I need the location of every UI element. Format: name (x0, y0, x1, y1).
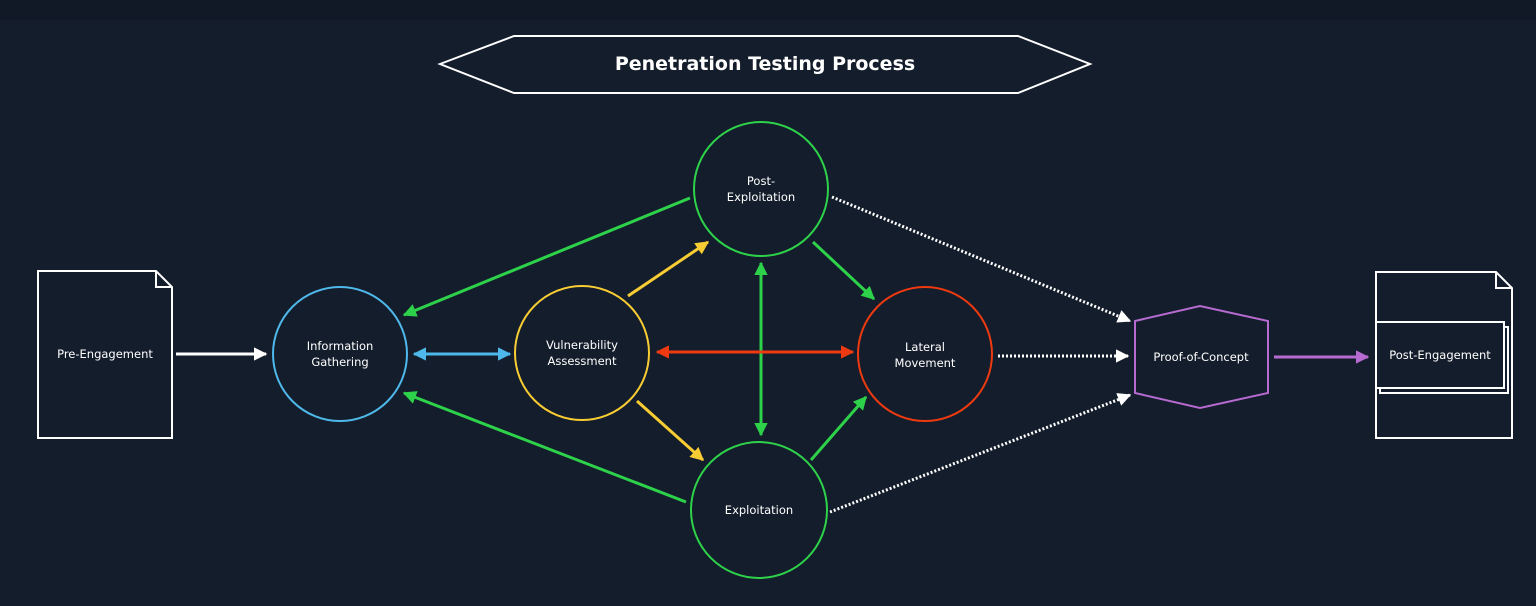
vulnerability-assessment-label-line1: Vulnerability (546, 338, 618, 352)
information-gathering-label-line2: Gathering (311, 355, 368, 369)
arrow-exploit-to-poc (829, 393, 1132, 514)
node-proof-of-concept: Proof-of-Concept (1134, 304, 1269, 410)
post-exploitation-label-line2: Exploitation (727, 190, 795, 204)
post-exploitation-label-line1: Post- (747, 174, 775, 188)
pre-engagement-label: Pre-Engagement (57, 347, 153, 361)
lateral-movement-label-line1: Lateral (905, 340, 945, 354)
node-pre-engagement: Pre-Engagement (37, 270, 173, 439)
information-gathering-label-line1: Information (307, 339, 374, 353)
exploitation-label: Exploitation (725, 503, 793, 517)
arrow-post-to-lateral (811, 240, 876, 301)
node-exploitation: Exploitation (690, 441, 828, 579)
node-lateral-movement: Lateral Movement (857, 286, 993, 422)
arrow-exploit-to-lateral (809, 395, 868, 461)
diagram-title: Penetration Testing Process (615, 53, 915, 75)
vulnerability-assessment-label-line2: Assessment (548, 354, 617, 368)
proof-of-concept-label: Proof-of-Concept (1153, 350, 1249, 364)
arrow-post-to-poc (831, 195, 1132, 323)
node-information-gathering: Information Gathering (272, 286, 408, 422)
node-vulnerability-assessment: Vulnerability Assessment (514, 285, 650, 421)
title-banner: Penetration Testing Process (437, 35, 1093, 94)
post-engagement-label: Post-Engagement (1389, 348, 1491, 362)
top-bar (0, 0, 1536, 20)
lateral-movement-label-line2: Movement (895, 356, 956, 370)
node-post-exploitation: Post- Exploitation (693, 121, 829, 257)
arrow-exploit-to-info (402, 391, 687, 504)
arrow-vuln-to-post (627, 240, 710, 298)
node-post-engagement: Post-Engagement (1375, 271, 1513, 439)
arrow-post-to-info (402, 196, 691, 317)
arrow-vuln-to-exploit (636, 399, 705, 462)
